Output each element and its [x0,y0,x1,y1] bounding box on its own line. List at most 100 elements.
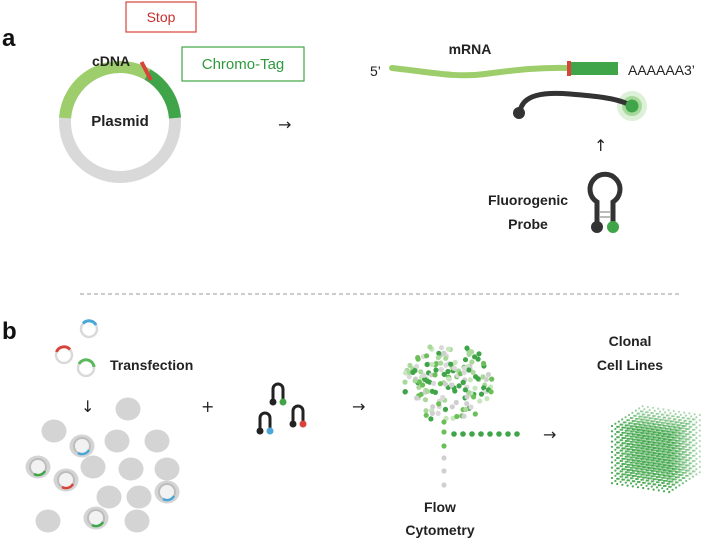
clonal-cell-dot [622,442,626,445]
mrna-label: mRNA [449,41,492,57]
clonal-cell-dot [635,477,638,481]
clonal-cell-dot [676,450,679,453]
clonal-cell-dot [669,454,672,457]
clonal-cell-dot [661,455,664,459]
clonal-cell-dot [646,416,649,419]
clonal-cell-dot [683,466,686,469]
flow-event [436,350,442,356]
free-probe-icon [587,171,623,233]
clonal-cell-dot [676,452,679,455]
clonal-cell-dot [621,475,624,478]
clonal-cell-dot [668,480,671,483]
clonal-cell-dot [652,467,655,470]
clonal-cell-dot [638,446,641,449]
clonal-cell-dot [674,460,678,463]
clonal-cell-dot [678,453,681,456]
cdna-label: cDNA [92,53,130,69]
clonal-cell-dot [647,453,650,456]
clonal-cell-dot [650,466,653,470]
flow-event [460,379,466,385]
clonal-cell-dot [653,420,656,423]
clonal-cell-dot [674,481,678,484]
clonal-cell-dot [690,446,693,449]
clonal-cell-dot [645,445,648,448]
clonal-cell-dot [662,455,665,459]
clonal-cell-dot [672,438,676,442]
clonal-cell-dot [647,435,650,438]
clonal-cell-dot [662,448,666,451]
clonal-cell-dot [652,438,655,441]
clonal-cell-dot [610,471,614,474]
clonal-cell-dot [669,446,672,449]
clonal-cell-dot [683,442,686,445]
cell [144,429,170,453]
clonal-cell-dot [636,457,639,460]
clonal-label-line1: Clonal [609,333,652,349]
clonal-cell-dot [690,420,693,423]
clonal-cell-dot [648,453,651,456]
clonal-cell-dot [614,474,617,477]
clonal-cell-dot [679,439,682,442]
clonal-cell-dot [667,414,670,417]
clonal-cell-dot [646,414,650,417]
clonal-cell-dot [626,460,629,463]
clonal-cell-dot [619,428,622,431]
clonal-cell-dot [643,434,646,438]
clonal-cell-dot [652,428,655,431]
clonal-cell-dot [671,436,674,439]
clonal-cell-dot [624,445,627,448]
flow-cytometry-plot [402,344,520,488]
clonal-cell-dot [640,460,643,463]
clonal-cell-dot [633,451,636,454]
clonal-cell-dot [628,432,631,435]
clonal-cell-dot [688,472,691,475]
clonal-cell-dot [650,464,653,467]
flow-event [441,455,447,461]
flow-event [472,354,478,360]
clonal-cell-dot [678,465,681,468]
clonal-cell-dot [672,470,676,473]
clonal-cell-dot [657,423,660,427]
clonal-cell-dot [683,450,686,454]
clonal-cell-dot [679,418,682,422]
clonal-cell-dot [626,427,629,430]
clonal-cell-dot [659,442,662,445]
sorted-event [514,431,520,437]
clonal-cell-dot [678,458,681,461]
clonal-cell-dot [676,426,679,429]
flow-label-line1: Flow [424,499,456,515]
flow-event [448,361,454,367]
clonal-cell-dot [671,459,674,462]
clonal-cell-dot [628,474,631,477]
clonal-cell-dot [626,468,629,472]
clonal-cell-dot [621,478,624,481]
cell [124,509,150,533]
clonal-cell-dot [693,444,696,447]
clonal-cell-dot [655,444,659,447]
clonal-cell-dot [631,461,634,464]
clonal-cell-dot [695,447,698,450]
clonal-cell-dot [672,428,676,431]
clonal-cell-dot [654,457,657,460]
clonal-cell-dot [678,439,681,442]
clonal-cell-dot [655,449,659,453]
clonal-cell-dot [638,462,641,465]
clonal-cell-dot [621,442,624,445]
flow-event [424,378,430,384]
clonal-cell-dot [672,418,676,421]
clonal-cell-dot [648,446,652,449]
clonal-cell-dot [652,436,655,439]
flow-event [442,406,449,412]
flow-event [488,389,494,395]
clonal-cell-dot [624,455,627,458]
clonal-cell-dot [638,423,641,426]
clonal-cell-dot [633,466,636,469]
clonal-cell-dot [652,469,655,473]
clonal-cell-dot [666,446,669,449]
clonal-cell-dot [626,474,629,477]
flow-event [461,413,467,419]
clonal-cell-dot [638,415,641,418]
clonal-cell-dot [679,444,682,448]
clonal-cell-dot [650,480,653,483]
clonal-cell-dot [624,476,627,479]
